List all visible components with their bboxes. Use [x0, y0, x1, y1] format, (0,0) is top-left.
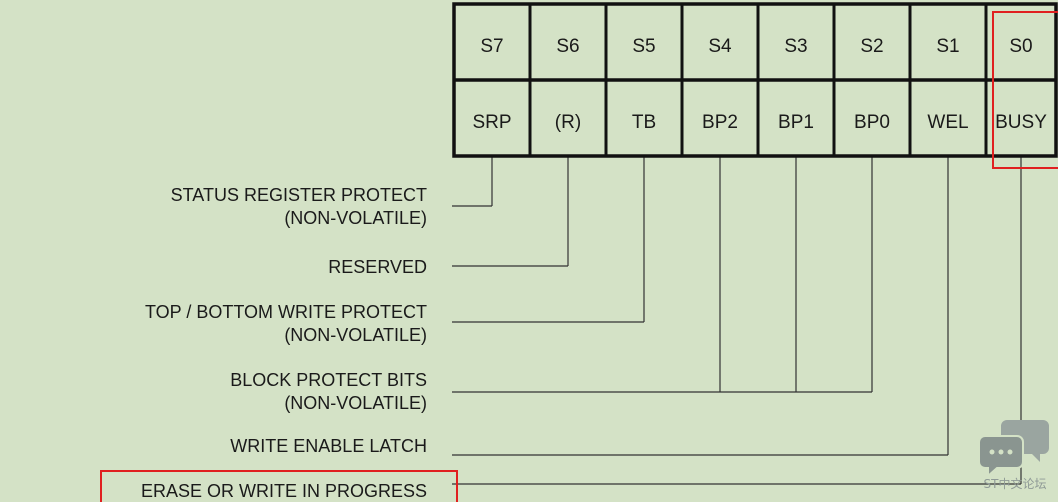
bit-id-cell: S0 — [1009, 36, 1032, 57]
watermark-text: ST中文论坛 — [984, 476, 1047, 491]
bit-id-cell: S4 — [708, 36, 732, 57]
label-text: (NON-VOLATILE) — [284, 393, 427, 413]
label-text: ERASE OR WRITE IN PROGRESS — [141, 481, 427, 501]
bit-id-cell: S3 — [784, 36, 807, 57]
bit-labels: STATUS REGISTER PROTECT (NON-VOLATILE) RES… — [141, 185, 427, 501]
bit-name-cell: BUSY — [995, 112, 1047, 133]
bit-id-cell: S5 — [632, 36, 655, 57]
watermark: ST中文论坛 — [978, 420, 1049, 491]
bit-name-cell: BP2 — [702, 112, 738, 133]
bit-id-cell: S6 — [556, 36, 579, 57]
highlight-boxes — [100, 11, 1058, 502]
bit-name-cell: BP1 — [778, 112, 814, 133]
label-text: WRITE ENABLE LATCH — [230, 436, 427, 456]
bit-name-cell: BP0 — [854, 112, 890, 133]
chat-bubble-icon — [978, 420, 1049, 479]
bit-name-cell: SRP — [472, 112, 511, 133]
bit-id-cell: S1 — [936, 36, 959, 57]
busy-bit-highlight — [992, 11, 1058, 169]
bit-name-cell: WEL — [927, 112, 968, 133]
label-text: TOP / BOTTOM WRITE PROTECT — [145, 302, 427, 322]
bit-name-cell: (R) — [555, 112, 581, 133]
label-text: (NON-VOLATILE) — [284, 325, 427, 345]
label-text: STATUS REGISTER PROTECT — [171, 185, 427, 205]
label-text: RESERVED — [328, 257, 427, 277]
label-text: BLOCK PROTECT BITS — [230, 370, 427, 390]
leader-lines — [452, 157, 1022, 485]
bit-id-cell: S7 — [480, 36, 503, 57]
bit-name-cell: TB — [632, 112, 656, 133]
erase-write-label-highlight — [100, 470, 458, 502]
bit-id-cell: S2 — [860, 36, 883, 57]
label-text: (NON-VOLATILE) — [284, 208, 427, 228]
